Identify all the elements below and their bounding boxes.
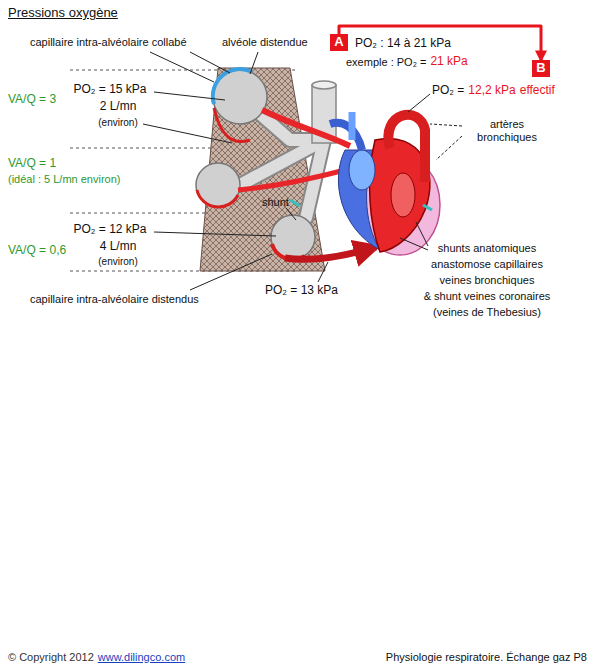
annotation-label: capillaire intra-alvéolaire collabé: [30, 36, 187, 49]
leader-lines: [143, 52, 462, 290]
leader-line: [318, 262, 328, 282]
callout-letter: B: [536, 60, 545, 75]
leader-line: [408, 94, 430, 112]
alveolus: [196, 163, 240, 207]
trachea-opening: [312, 81, 336, 89]
leader-line: [154, 92, 225, 100]
capillary: [197, 190, 238, 207]
annotation-label: PO₂ =: [432, 84, 464, 98]
pulmonary-vein: [285, 247, 376, 259]
footer-text: Physiologie respiratoire. Échange gaz P8: [386, 651, 587, 664]
vena-cava: [349, 112, 356, 140]
annotation-label: 12,2 kPa: [468, 84, 515, 98]
annotation-label: alvéole distendue: [222, 36, 308, 49]
annotation-label: & shunt veines coronaires: [424, 290, 551, 303]
leader-line: [150, 52, 214, 82]
annotation-label: capillaire intra-alvéolaire distendus: [30, 293, 199, 306]
callout-letter-box: B: [532, 60, 550, 77]
ratio-label: VA/Q = 3: [8, 93, 56, 107]
ratio-label: (idéal : 5 L/mn environ): [8, 173, 121, 186]
callout-letter-box: A: [330, 34, 348, 51]
leader-line: [190, 52, 230, 73]
annotation-label: (veines de Thebesius): [433, 306, 541, 319]
pulmonary-vein: [262, 110, 350, 146]
coronary-vein: [423, 205, 432, 210]
leader-line: [436, 136, 462, 160]
leader-line: [250, 52, 258, 74]
leader-line: [400, 238, 428, 250]
annotation-label: effectif: [520, 84, 555, 98]
pulmonary-artery: [330, 123, 362, 150]
aorta: [388, 115, 425, 182]
leader-line: [430, 124, 462, 126]
annotation-label: (environ): [98, 117, 137, 129]
leader-line: [190, 254, 272, 290]
annotation-label: exemple : PO₂ =: [346, 56, 426, 69]
footer-link: www.dilingco.com: [98, 651, 185, 664]
leader-line: [154, 232, 276, 236]
collapsed-capillary: [213, 69, 252, 104]
annotation-label: (environ): [98, 256, 137, 268]
pulmonary-vein: [238, 170, 345, 190]
annotation-label: shunts anatomiques: [438, 242, 536, 255]
ratio-label: VA/Q = 0,6: [8, 244, 66, 258]
annotation-label: PO₂ = 13 kPa: [265, 284, 338, 298]
left-ventricle: [391, 173, 415, 217]
alveolus: [213, 70, 267, 124]
annotation-label: anastomose capillaires: [431, 258, 543, 271]
annotation-label: PO₂ : 14 à 21 kPa: [355, 37, 451, 51]
footer-text: © Copyright 2012: [8, 651, 94, 664]
capillary: [214, 108, 250, 142]
annotation-label: 4 L/mn: [100, 240, 137, 254]
annotation-label: 2 L/mn: [100, 100, 137, 114]
annotation-label: veines bronchiques: [440, 274, 535, 287]
annotation-label: artères bronchiques: [467, 118, 547, 143]
annotation-label: PO₂ = 12 kPa: [73, 223, 146, 237]
alveolus: [271, 215, 315, 259]
leader-line: [143, 124, 232, 143]
annotation-label: 21 kPa: [430, 55, 467, 69]
annotation-label: shunt: [262, 196, 289, 209]
ratio-label: VA/Q = 1: [8, 157, 56, 171]
page-title: Pressions oxygène: [8, 6, 118, 21]
callout-letter: A: [334, 34, 343, 49]
leader-line: [416, 222, 428, 246]
leader-line: [286, 208, 296, 220]
right-atrium: [349, 150, 375, 190]
annotation-label: PO₂ = 15 kPa: [73, 83, 146, 97]
shunt-vessel: [290, 200, 300, 206]
